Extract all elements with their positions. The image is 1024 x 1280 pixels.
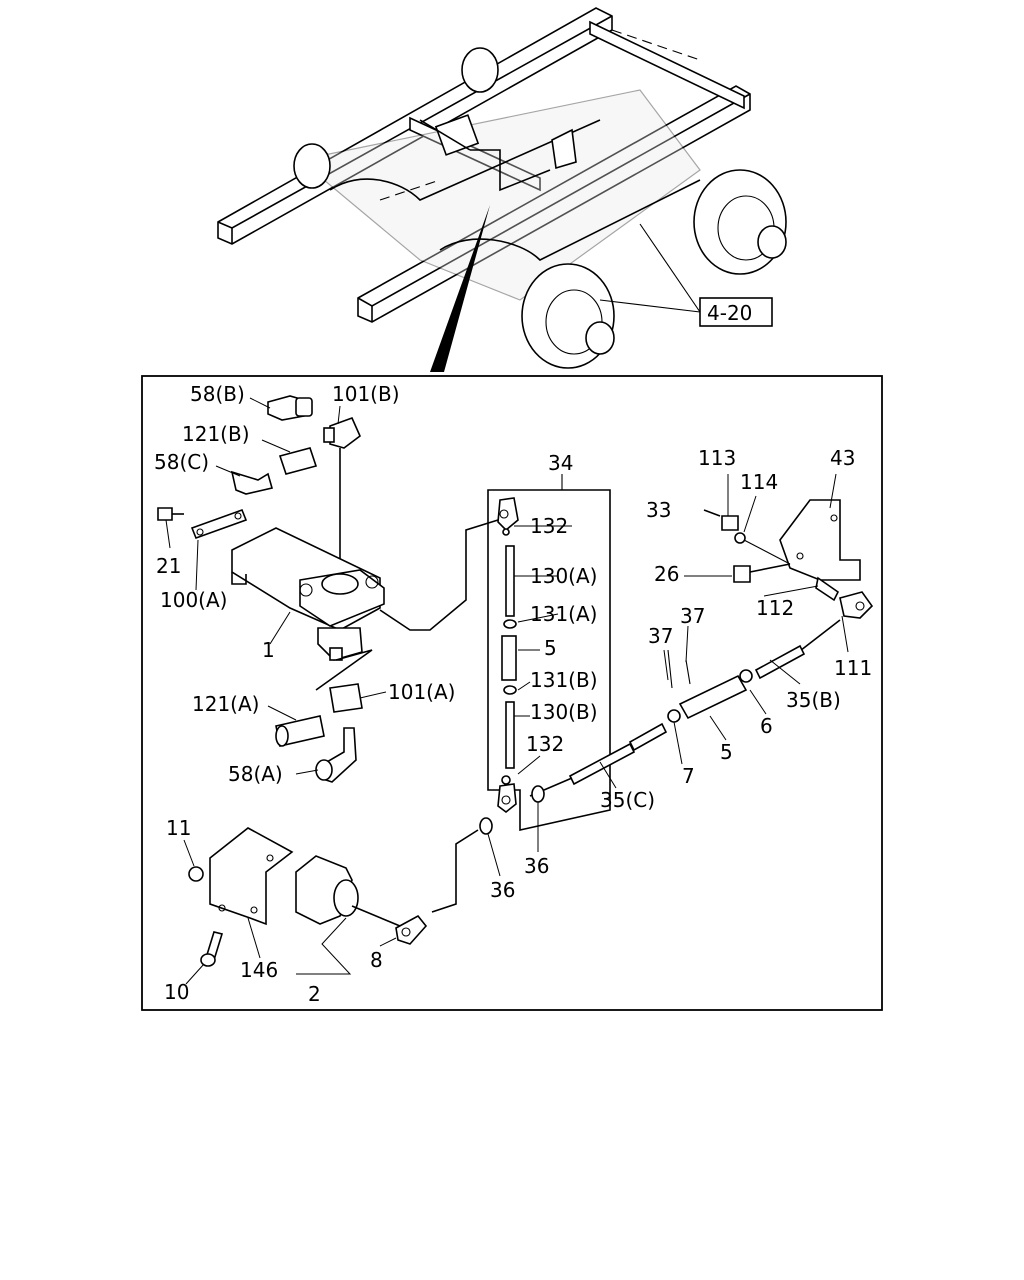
label-26: 26 (654, 562, 679, 586)
label-130b: 130(B) (530, 700, 598, 724)
label-131a: 131(A) (530, 602, 597, 626)
turnbuckle (431, 619, 841, 913)
label-131b: 131(B) (530, 668, 598, 692)
label-101a: 101(A) (388, 680, 455, 704)
label-37-right: 37 (680, 604, 705, 628)
label-1: 1 (262, 638, 275, 662)
part-labels: 58(B) 101(B) 121(B) 58(C) 34 132 130(A) … (154, 382, 872, 1006)
detail-frame (141, 375, 883, 1011)
label-37-left: 37 (648, 624, 673, 648)
sensor-arm (295, 855, 428, 945)
label-36-right: 36 (524, 854, 549, 878)
label-146: 146 (240, 958, 278, 982)
label-6: 6 (760, 714, 773, 738)
label-35b: 35(B) (786, 688, 841, 712)
label-121a: 121(A) (192, 692, 259, 716)
sensor-bracket (188, 827, 294, 967)
label-33: 33 (646, 498, 671, 522)
reference-box (699, 297, 773, 327)
label-101b: 101(B) (332, 382, 400, 406)
label-111: 111 (834, 656, 872, 680)
label-113: 113 (698, 446, 736, 470)
label-36-left: 36 (490, 878, 515, 902)
label-132-bottom: 132 (526, 732, 564, 756)
label-10: 10 (164, 980, 189, 1004)
label-7: 7 (682, 764, 695, 788)
label-5-rod: 5 (544, 636, 557, 660)
label-114: 114 (740, 470, 778, 494)
label-58a: 58(A) (228, 762, 283, 786)
bracket-plate (157, 507, 248, 540)
label-58b: 58(B) (190, 382, 245, 406)
label-21: 21 (156, 554, 181, 578)
reference-box-label: 4-20 (707, 301, 752, 325)
chassis-overview: 4-20 (217, 7, 787, 372)
label-112: 112 (756, 596, 794, 620)
label-121b: 121(B) (182, 422, 250, 446)
rod-assembly-outline (487, 489, 611, 831)
label-130a: 130(A) (530, 564, 597, 588)
valve-body (231, 519, 499, 661)
label-8: 8 (370, 948, 383, 972)
label-5-tube: 5 (720, 740, 733, 764)
label-2: 2 (308, 982, 321, 1006)
mounting-bracket (703, 499, 874, 619)
leader-lines (165, 397, 849, 985)
rod-parts (497, 497, 519, 814)
label-11: 11 (166, 816, 191, 840)
label-100a: 100(A) (160, 588, 227, 612)
label-132-top: 132 (530, 514, 568, 538)
label-34: 34 (548, 451, 573, 475)
lower-fittings (275, 649, 373, 783)
label-43: 43 (830, 446, 855, 470)
label-58c: 58(C) (154, 450, 209, 474)
label-35c: 35(C) (600, 788, 655, 812)
